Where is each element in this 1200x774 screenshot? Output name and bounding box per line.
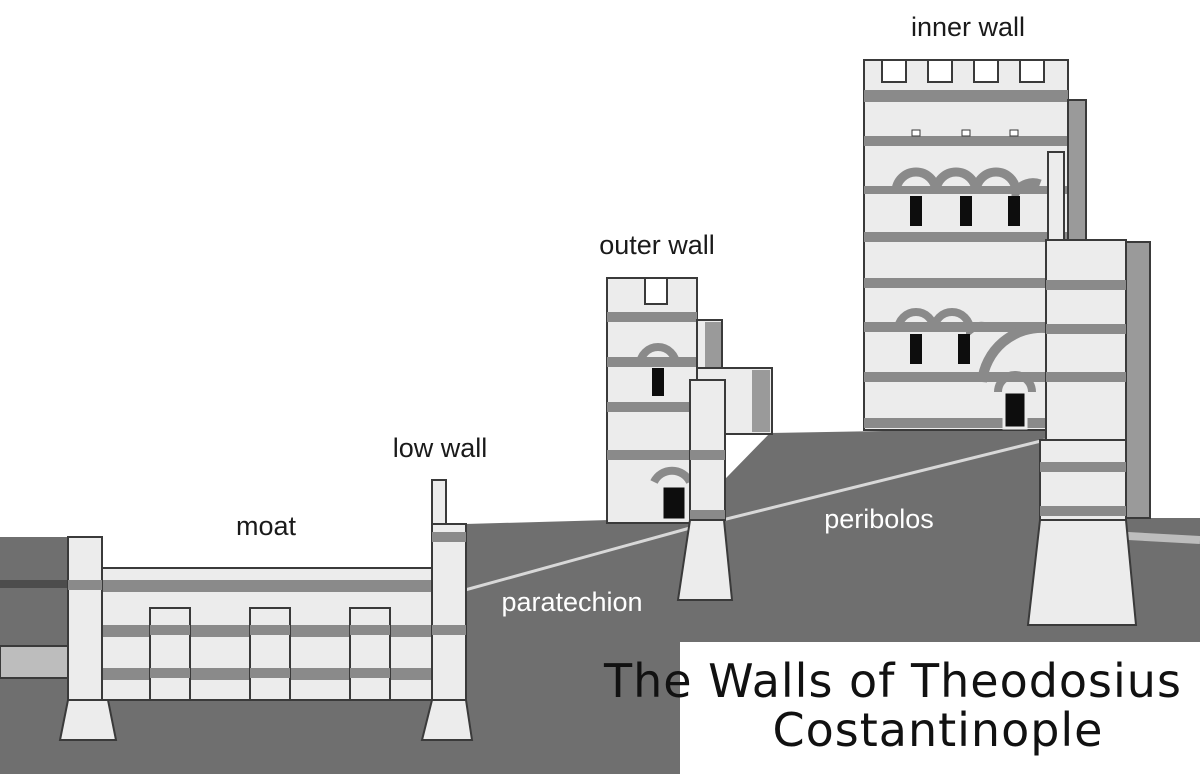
moat-structure bbox=[58, 479, 474, 741]
outer-tower-window bbox=[652, 368, 664, 396]
title-line-2: Costantinople bbox=[772, 703, 1103, 757]
label-inner-wall: inner wall bbox=[911, 12, 1025, 42]
label-outer-wall: outer wall bbox=[599, 230, 715, 260]
inner-tower-window-3 bbox=[1008, 196, 1020, 226]
inner-tower-window-1 bbox=[910, 196, 922, 226]
label-moat: moat bbox=[236, 511, 297, 541]
inner-wall-tower bbox=[863, 59, 1151, 626]
inner-tower-window-5 bbox=[958, 334, 970, 364]
title-box: The Walls of Theodosius Costantinople bbox=[603, 642, 1200, 774]
moat-floor bbox=[70, 700, 470, 774]
outer-tower-door bbox=[660, 484, 688, 522]
label-peribolos: peribolos bbox=[824, 504, 934, 534]
inner-tower-door bbox=[1002, 390, 1028, 430]
inner-tower-window-4 bbox=[910, 334, 922, 364]
inner-tower-window-2 bbox=[960, 196, 972, 226]
terrace-ground bbox=[465, 428, 1200, 774]
label-low-wall: low wall bbox=[393, 433, 488, 463]
title-line-1: The Walls of Theodosius bbox=[603, 654, 1182, 708]
outer-wall-tower bbox=[606, 277, 773, 601]
label-paratechion: paratechion bbox=[501, 587, 642, 617]
